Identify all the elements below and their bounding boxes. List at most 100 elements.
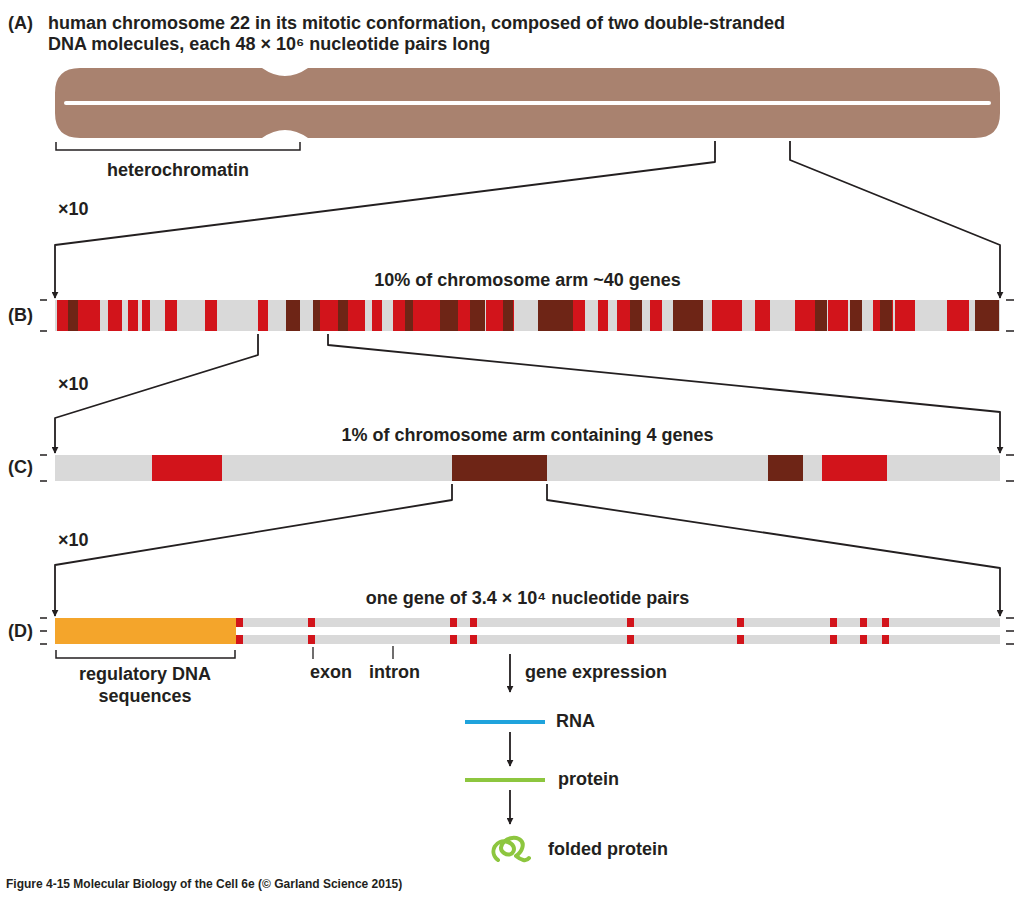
gene-block	[108, 300, 122, 331]
tick-marks	[40, 455, 1014, 481]
exon-block	[236, 618, 243, 627]
exon-block	[450, 635, 457, 644]
exon-block	[308, 635, 315, 644]
gene-block	[338, 300, 348, 331]
panel-letter: (A)	[8, 13, 33, 35]
exon-block	[830, 635, 837, 644]
region-label: heterochromatin	[100, 160, 256, 182]
regulatory-region	[55, 618, 236, 644]
panel-letter: (B)	[8, 305, 33, 327]
magnification-label: ×10	[58, 199, 89, 221]
gene-block	[815, 300, 827, 331]
molecule-label: protein	[558, 769, 619, 791]
gene-block	[850, 300, 862, 331]
gene-block	[673, 300, 703, 331]
exon-block	[882, 635, 889, 644]
exon-block	[860, 618, 867, 627]
gene-block	[538, 300, 573, 331]
folded-protein-icon	[493, 838, 529, 860]
expression-arrow	[509, 732, 511, 766]
gene-block	[828, 300, 848, 331]
exon-block	[627, 618, 634, 627]
gene-block	[258, 300, 268, 331]
gene-block	[165, 300, 177, 331]
gene-block	[393, 300, 418, 331]
gene-block	[418, 300, 440, 331]
chromosome-band	[55, 455, 1000, 481]
gene-block	[598, 300, 608, 331]
gene-block	[486, 300, 514, 331]
region-label: regulatory DNA sequences	[55, 664, 235, 707]
chromosome-segment: (C)1% of chromosome arm containing 4 gen…	[55, 455, 1000, 481]
exon-block	[830, 618, 837, 627]
gene-block	[440, 300, 458, 331]
gene-block	[712, 300, 720, 331]
gene-block	[650, 300, 662, 331]
exon-block	[308, 618, 315, 627]
chromosome: (A)human chromosome 22 in its mitotic co…	[55, 68, 1000, 138]
exon-block	[470, 618, 477, 627]
bracket	[56, 142, 300, 150]
figure-caption: Figure 4-15 Molecular Biology of the Cel…	[6, 877, 402, 891]
gene-block	[573, 300, 585, 331]
protein-chain	[465, 778, 545, 782]
expression-arrow	[509, 790, 511, 824]
gene-block	[142, 300, 150, 331]
bracket	[56, 650, 235, 658]
molecule-label: RNA	[556, 711, 595, 733]
gene-block	[880, 300, 892, 331]
leader-line	[392, 646, 393, 659]
exon-block	[236, 635, 243, 644]
chromosome-segment: (B)10% of chromosome arm ~40 genes	[55, 300, 1000, 331]
process-label: gene expression	[525, 662, 667, 684]
part-label: intron	[369, 662, 420, 684]
gene-block	[822, 455, 887, 481]
magnification-label: ×10	[58, 374, 89, 396]
gene-blocks	[57, 300, 999, 331]
gene-block	[975, 300, 999, 331]
part-label: exon	[310, 662, 352, 684]
gene-block	[452, 455, 547, 481]
gene-block	[372, 300, 382, 331]
tick-marks	[40, 618, 1014, 644]
gene-block	[68, 300, 78, 331]
gene-block	[286, 300, 300, 331]
gene-block	[152, 455, 222, 481]
gene-block	[458, 300, 470, 331]
gene-block	[947, 300, 969, 331]
panel-letter: (D)	[8, 621, 33, 643]
exon-block	[450, 618, 457, 627]
exon-block	[627, 635, 634, 644]
exon-block	[737, 635, 744, 644]
gene-block	[630, 300, 642, 331]
gene-block	[795, 300, 815, 331]
zoom-connector	[790, 141, 1000, 298]
gene-block	[768, 455, 803, 481]
gene-block	[128, 300, 138, 331]
gene-block	[470, 300, 485, 331]
exon-block	[882, 618, 889, 627]
gene-segment: (D)one gene of 3.4 × 10⁴ nucleotide pair…	[55, 618, 1000, 645]
chromatid-gap	[66, 101, 989, 105]
rna-strand	[465, 720, 545, 724]
gene-block	[720, 300, 742, 331]
gene-block	[503, 300, 513, 331]
gene-block	[405, 300, 413, 331]
gene-block	[873, 300, 893, 331]
panel-title: 10% of chromosome arm ~40 genes	[55, 270, 1000, 292]
expression-arrow	[509, 654, 511, 692]
gene-block	[57, 300, 100, 331]
exon-block	[860, 635, 867, 644]
panel-title: human chromosome 22 in its mitotic confo…	[48, 13, 808, 56]
zoom-connector	[55, 334, 258, 453]
exon-block	[470, 635, 477, 644]
exon-block	[737, 618, 744, 627]
molecule-label: folded protein	[548, 839, 668, 861]
chromosome	[55, 68, 1000, 138]
magnification-label: ×10	[58, 530, 89, 552]
tick-marks	[40, 300, 1014, 331]
gene-block	[755, 300, 770, 331]
gene-block	[320, 300, 365, 331]
